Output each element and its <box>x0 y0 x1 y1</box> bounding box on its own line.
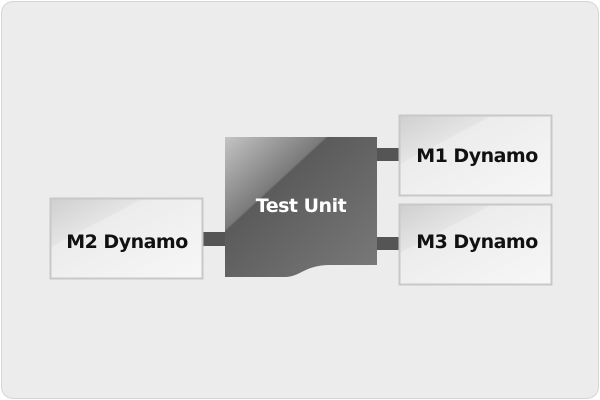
test-unit-label: Test Unit <box>256 195 347 217</box>
m3-dynamo-label: M3 Dynamo <box>416 231 538 253</box>
connector-m2 <box>201 232 226 246</box>
connector-m3 <box>376 237 400 250</box>
m2-dynamo-label: M2 Dynamo <box>66 231 188 253</box>
m1-dynamo-label: M1 Dynamo <box>416 145 538 167</box>
m3-dynamo-node: M3 Dynamo <box>398 203 553 286</box>
test-unit-node: Test Unit <box>225 137 377 277</box>
m2-dynamo-node: M2 Dynamo <box>49 197 204 280</box>
connector-m1 <box>376 148 400 161</box>
m1-dynamo-node: M1 Dynamo <box>398 114 553 197</box>
